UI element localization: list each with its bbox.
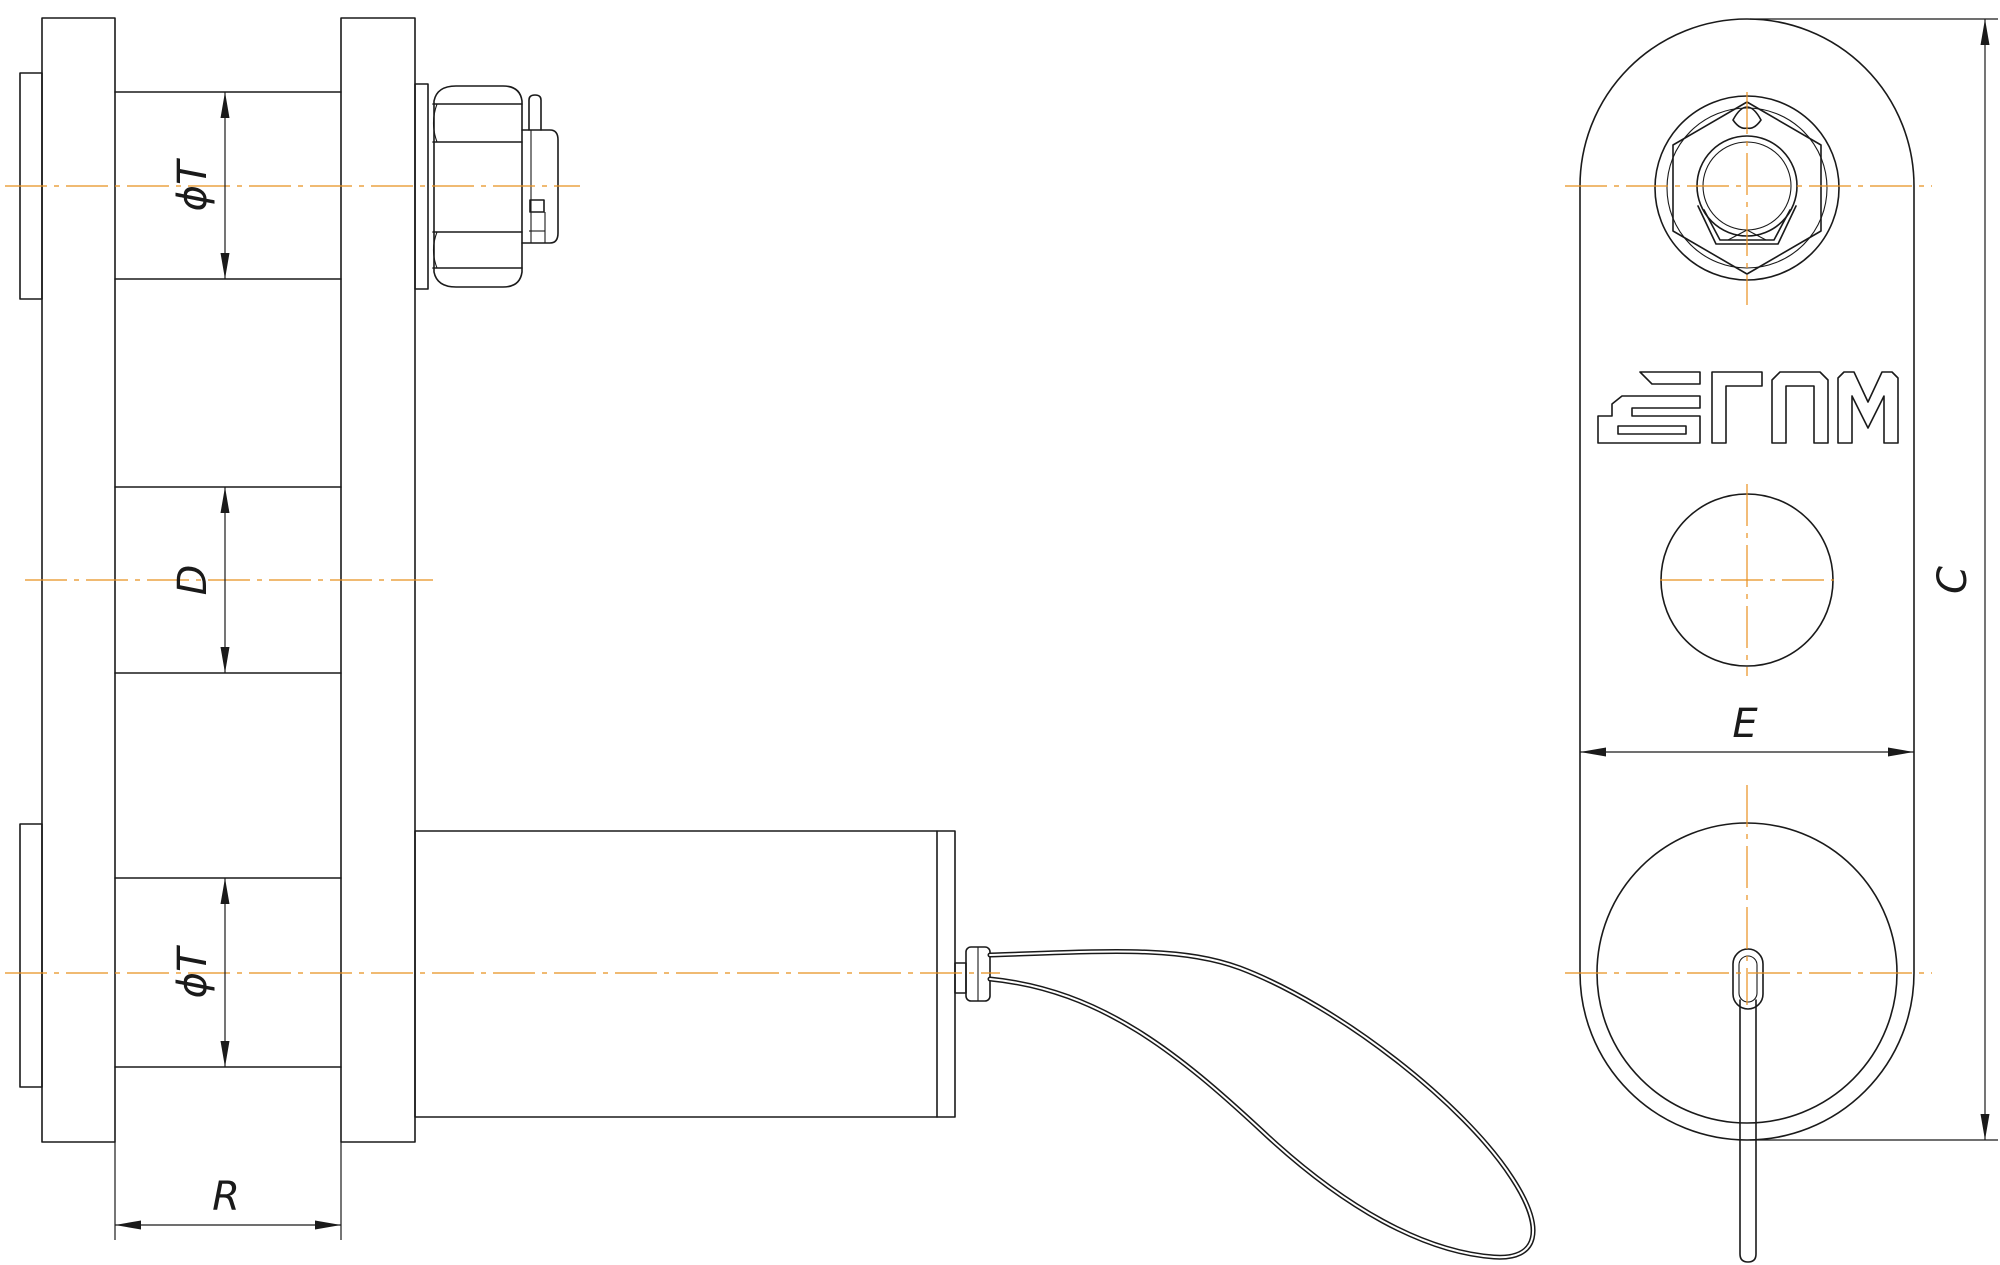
logo-e-body <box>1597 395 1701 444</box>
logo-m <box>1837 371 1899 444</box>
label-width-e: E <box>1732 701 1758 747</box>
hex-nut-chamfer-bottom <box>432 231 438 269</box>
label-bottom-pin-diameter: ϕT <box>170 944 216 998</box>
hex-nut-chamfer-top <box>432 103 438 143</box>
bottom-pin-head <box>19 823 43 1088</box>
brand-logo <box>1597 371 1899 444</box>
pin-body <box>414 830 956 1118</box>
logo-e-top <box>1639 371 1701 385</box>
label-length-c: C <box>1930 566 1976 594</box>
label-middle-hole: D <box>170 565 216 596</box>
logo-gamma <box>1711 371 1763 444</box>
front-view: ϕT D ϕT R <box>5 17 1536 1260</box>
quick-pin <box>414 830 991 1118</box>
hex-nut <box>433 85 523 288</box>
logo-pi <box>1771 371 1829 444</box>
logo-e-cut <box>1617 425 1687 435</box>
lanyard-eye <box>954 962 967 994</box>
side-hex-nut <box>1672 101 1822 275</box>
side-view: E C <box>1565 18 1998 1263</box>
washer <box>414 83 429 290</box>
side-pin-ring-wire <box>1739 999 1757 1263</box>
label-width-r: R <box>212 1174 240 1220</box>
side-pin-ring-inner <box>1738 955 1758 1003</box>
nut-assembly <box>414 83 559 290</box>
lanyard-core <box>989 950 1535 1259</box>
plate-outline <box>1579 18 1915 1141</box>
cotter-pin-head <box>528 94 542 131</box>
label-top-pin-diameter: ϕT <box>170 157 216 211</box>
lanyard-wire <box>987 949 1536 1260</box>
side-pin-ring-slot <box>1732 948 1764 1010</box>
cotter-pin-leg <box>529 199 545 213</box>
